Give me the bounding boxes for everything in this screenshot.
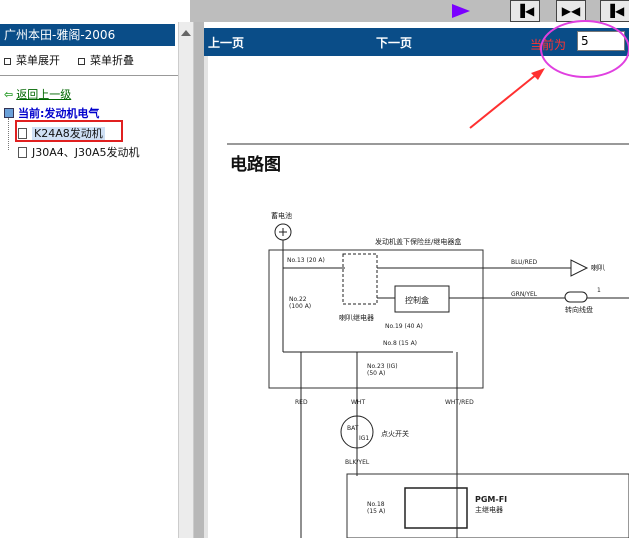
tree-item-j30a4[interactable]: J30A4、J30A5发动机 — [18, 144, 140, 160]
sidebar-divider — [0, 75, 178, 76]
current-node: 当前:发动机电气 — [4, 105, 99, 121]
fuse22b-label: (100 A) — [289, 303, 311, 310]
bat-label: BAT — [347, 425, 359, 432]
fuse22-label: No.22 — [289, 296, 307, 303]
back-link[interactable]: ⇦返回上一级 — [4, 86, 71, 102]
next-page-link[interactable]: 下一页 — [376, 36, 413, 50]
ig1-label: IG1 — [359, 435, 369, 442]
turn-reel-label: 转向线盘 — [565, 305, 593, 314]
turn-reel-icon — [564, 291, 588, 303]
document-icon — [18, 128, 27, 139]
main-relay-box — [404, 487, 468, 529]
fusebox-label: 发动机盖下保险丝/继电器盒 — [375, 237, 461, 246]
prev-page-link[interactable]: 上一页 — [208, 36, 245, 50]
ignition-switch-icon — [340, 415, 374, 449]
expand-icon — [4, 57, 11, 65]
fuse23-label: No.23 (IG) — [367, 363, 398, 370]
split-view-button[interactable]: ▶◀ — [556, 0, 586, 22]
menu-ops: 菜单展开 菜单折叠 — [0, 50, 175, 70]
tree-line — [8, 118, 10, 150]
collapse-icon — [78, 57, 85, 65]
computer-icon — [4, 108, 14, 118]
control-box — [394, 285, 450, 313]
fusebox-outline — [268, 249, 484, 389]
horn-icon — [570, 259, 589, 277]
document-edge — [204, 56, 208, 538]
main-relay-label: 主继电器 — [475, 505, 503, 514]
horn-relay-box — [342, 253, 378, 305]
document-title: 电路图 — [230, 155, 281, 175]
fuse13-label: No.13 (20 A) — [287, 257, 325, 264]
first-page-icon: ▐◀ — [515, 4, 535, 18]
back-link-label: 返回上一级 — [16, 88, 72, 101]
annotation-arrow — [469, 73, 538, 129]
red-label: RED — [295, 399, 308, 406]
wht-red-label: WHT/RED — [445, 399, 474, 406]
fuse19-label: No.19 (40 A) — [385, 323, 423, 330]
scroll-up-icon[interactable] — [181, 30, 191, 36]
first-page-button[interactable]: ▐◀ — [510, 0, 540, 22]
horn-label: 喇叭 — [591, 263, 605, 272]
control-box-label: 控制盒 — [405, 295, 429, 305]
fuse18b-label: (15 A) — [367, 508, 385, 515]
play-icon[interactable] — [452, 4, 470, 18]
last-page-icon: ▐◀ — [605, 4, 625, 18]
frame-divider[interactable] — [194, 22, 204, 538]
lower-box — [346, 473, 629, 538]
circuit-diagram: 蓄电池 发动机盖下保险丝/继电器盒 No.13 (20 A) No.22 (10… — [227, 68, 629, 538]
last-page-button[interactable]: ▐◀ — [600, 0, 629, 22]
battery-label: 蓄电池 — [271, 211, 292, 220]
document-icon — [18, 147, 27, 158]
fuse8-label: No.8 (15 A) — [383, 340, 417, 347]
sidebar-title: 广州本田-雅阁-2006 — [0, 24, 175, 46]
document-viewer — [204, 56, 629, 538]
tree-item-k24a8[interactable]: K24A8发动机 — [18, 125, 105, 141]
annotation-arrowhead — [531, 68, 545, 80]
blu-red-label: BLU/RED — [511, 259, 538, 266]
tree-item-label: J30A4、J30A5发动机 — [32, 146, 140, 159]
wht-label: WHT — [351, 399, 365, 406]
fuse18-label: No.18 — [367, 501, 385, 508]
selection-annotation — [15, 120, 123, 142]
connector-pin-label: 1 — [597, 287, 601, 294]
tree-item-label: K24A8发动机 — [32, 127, 105, 140]
menu-collapse-button[interactable]: 菜单折叠 — [78, 52, 134, 68]
blk-yel-label: BLK/YEL — [345, 459, 370, 466]
fuse23b-label: (50 A) — [367, 370, 385, 377]
horn-relay-label: 喇叭继电器 — [339, 313, 374, 322]
menu-expand-label: 菜单展开 — [16, 54, 60, 67]
menu-expand-button[interactable]: 菜单展开 — [4, 52, 60, 68]
grn-yel-label: GRN/YEL — [511, 291, 538, 298]
back-arrow-icon: ⇦ — [4, 88, 14, 101]
sidebar-scrollbar[interactable] — [178, 22, 194, 538]
ignition-switch-label: 点火开关 — [381, 429, 409, 438]
menu-collapse-label: 菜单折叠 — [90, 54, 134, 67]
split-view-icon: ▶◀ — [561, 4, 581, 18]
pgmfi-label: PGM-FI — [475, 495, 507, 504]
current-node-label: 当前:发动机电气 — [18, 107, 100, 120]
page-number-annotation — [540, 20, 629, 78]
